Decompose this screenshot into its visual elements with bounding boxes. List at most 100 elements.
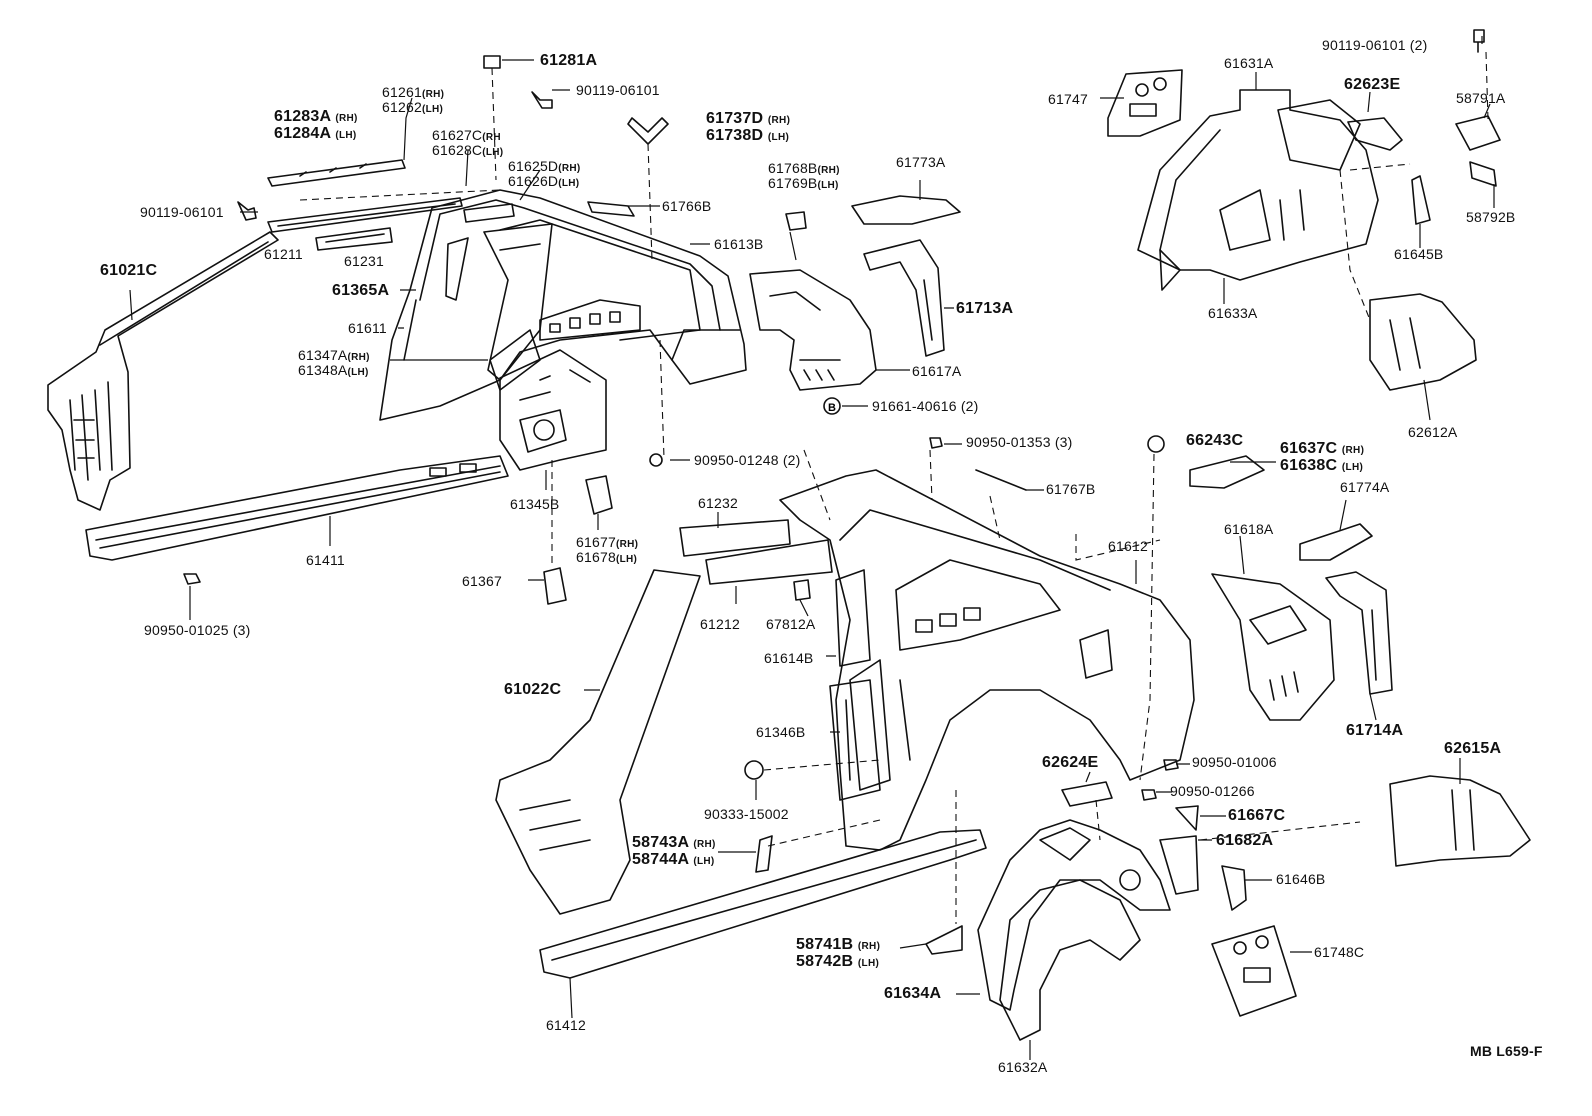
label-90333: 90333-15002 bbox=[704, 806, 789, 822]
label-61667c: 61667C bbox=[1228, 807, 1286, 824]
label-61345b: 61345B bbox=[510, 496, 560, 512]
part-61682a bbox=[1159, 835, 1199, 895]
label-61713a: 61713A bbox=[956, 300, 1014, 317]
label-58792b: 58792B bbox=[1466, 209, 1516, 225]
part-61411 bbox=[85, 455, 509, 561]
part-62624e bbox=[1061, 781, 1113, 807]
part-61766b bbox=[587, 201, 635, 217]
label-61367: 61367 bbox=[462, 573, 502, 589]
label-62623e: 62623E bbox=[1344, 76, 1401, 93]
dashed-guides bbox=[299, 51, 1489, 924]
part-61617a bbox=[749, 269, 877, 391]
label-61346b: 61346B bbox=[756, 724, 806, 740]
label-62612a: 62612A bbox=[1408, 424, 1458, 440]
part-67812a bbox=[793, 579, 811, 601]
part-62612a bbox=[1369, 293, 1477, 391]
part-61677 bbox=[585, 475, 613, 515]
label-61638c: 61638C (LH) bbox=[1280, 457, 1364, 474]
part-61747 bbox=[1107, 69, 1183, 137]
label-90119-b: 90119-06101 bbox=[140, 204, 224, 220]
label-61262: 61262(LH) bbox=[382, 99, 444, 115]
part-58743a bbox=[755, 835, 773, 873]
label-90119-c: 90119-06101 (2) bbox=[1322, 37, 1428, 53]
label-61682a: 61682A bbox=[1216, 832, 1274, 849]
label-61284a: 61284A (LH) bbox=[274, 125, 357, 142]
label-61611: 61611 bbox=[348, 320, 387, 336]
part-61646b bbox=[1221, 865, 1247, 911]
part-61631a bbox=[1137, 89, 1379, 291]
part-61612 bbox=[779, 469, 1195, 851]
part-61713a bbox=[863, 239, 945, 357]
part-61345b bbox=[499, 349, 607, 471]
label-61283a: 61283A (RH) bbox=[274, 108, 358, 125]
label-61645b: 61645B bbox=[1394, 246, 1444, 262]
part-61346b bbox=[829, 679, 881, 801]
part-61367 bbox=[543, 567, 567, 605]
part-nuts-d bbox=[1141, 759, 1179, 801]
label-58741b: 58741B (RH) bbox=[796, 936, 881, 953]
label-61767b: 61767B bbox=[1046, 481, 1096, 497]
label-61614b: 61614B bbox=[764, 650, 814, 666]
part-bolt-c bbox=[1473, 29, 1485, 53]
part-61021c bbox=[47, 231, 279, 511]
label-90119-a: 90119-06101 bbox=[576, 82, 660, 98]
part-61611 bbox=[379, 189, 747, 421]
circle-b-letter: B bbox=[828, 402, 836, 414]
label-58743a: 58743A (RH) bbox=[632, 834, 716, 851]
part-61618a bbox=[1211, 573, 1335, 721]
label-58791a: 58791A bbox=[1456, 90, 1506, 106]
label-61261: 61261(RH) bbox=[382, 84, 445, 100]
label-61773a: 61773A bbox=[896, 154, 946, 170]
label-61021c: 61021C bbox=[100, 262, 158, 279]
part-61412 bbox=[539, 829, 987, 979]
part-61231 bbox=[315, 227, 393, 251]
label-61768b: 61768B(RH) bbox=[768, 160, 840, 177]
label-61631a: 61631A bbox=[1224, 55, 1274, 71]
part-58741b bbox=[925, 925, 963, 955]
part-61211 bbox=[267, 197, 463, 233]
label-61412: 61412 bbox=[546, 1017, 586, 1033]
label-61347a: 61347A(RH) bbox=[298, 347, 370, 364]
label-61633a: 61633A bbox=[1208, 305, 1258, 321]
label-61646b: 61646B bbox=[1276, 871, 1326, 887]
label-61738d: 61738D (LH) bbox=[706, 127, 790, 144]
label-61613b: 61613B bbox=[714, 236, 764, 252]
label-90950-01266: 90950-01266 bbox=[1170, 783, 1255, 799]
part-61748c bbox=[1211, 925, 1297, 1017]
part-61634a bbox=[977, 819, 1171, 1011]
label-61628c: 61628C(LH) bbox=[432, 142, 504, 159]
label-61281a: 61281A bbox=[540, 52, 598, 69]
label-61232: 61232 bbox=[698, 495, 738, 511]
part-61768b bbox=[785, 211, 807, 231]
label-61747: 61747 bbox=[1048, 91, 1088, 107]
label-61634a: 61634A bbox=[884, 985, 942, 1002]
part-bolt-b bbox=[237, 201, 257, 221]
part-61365a bbox=[445, 237, 469, 301]
label-90950-01248: 90950-01248 (2) bbox=[694, 452, 801, 468]
part-nut-c bbox=[929, 437, 943, 449]
label-61678: 61678(LH) bbox=[576, 549, 638, 566]
part-58792b bbox=[1469, 161, 1497, 187]
label-61211: 61211 bbox=[264, 246, 303, 262]
leader-lines bbox=[129, 36, 1495, 1060]
diagram-code: MB L659-F bbox=[1470, 1043, 1543, 1059]
part-61767b bbox=[975, 469, 1027, 491]
part-61637c bbox=[1189, 455, 1265, 489]
label-61625d: 61625D(RH) bbox=[508, 158, 581, 175]
label-61617a: 61617A bbox=[912, 363, 962, 379]
label-61637c: 61637C (RH) bbox=[1280, 440, 1365, 457]
part-bolt-a bbox=[531, 91, 553, 109]
label-61348a: 61348A(LH) bbox=[298, 362, 369, 379]
part-61022c bbox=[495, 569, 701, 915]
label-58742b: 58742B (LH) bbox=[796, 953, 880, 970]
label-61748c: 61748C bbox=[1314, 944, 1365, 960]
part-nut-b bbox=[649, 453, 663, 467]
label-61231: 61231 bbox=[344, 253, 384, 269]
label-61632a: 61632A bbox=[998, 1059, 1048, 1075]
part-61714a bbox=[1325, 571, 1393, 695]
part-61232 bbox=[679, 519, 791, 557]
label-61212: 61212 bbox=[700, 616, 740, 632]
label-61714a: 61714A bbox=[1346, 722, 1404, 739]
